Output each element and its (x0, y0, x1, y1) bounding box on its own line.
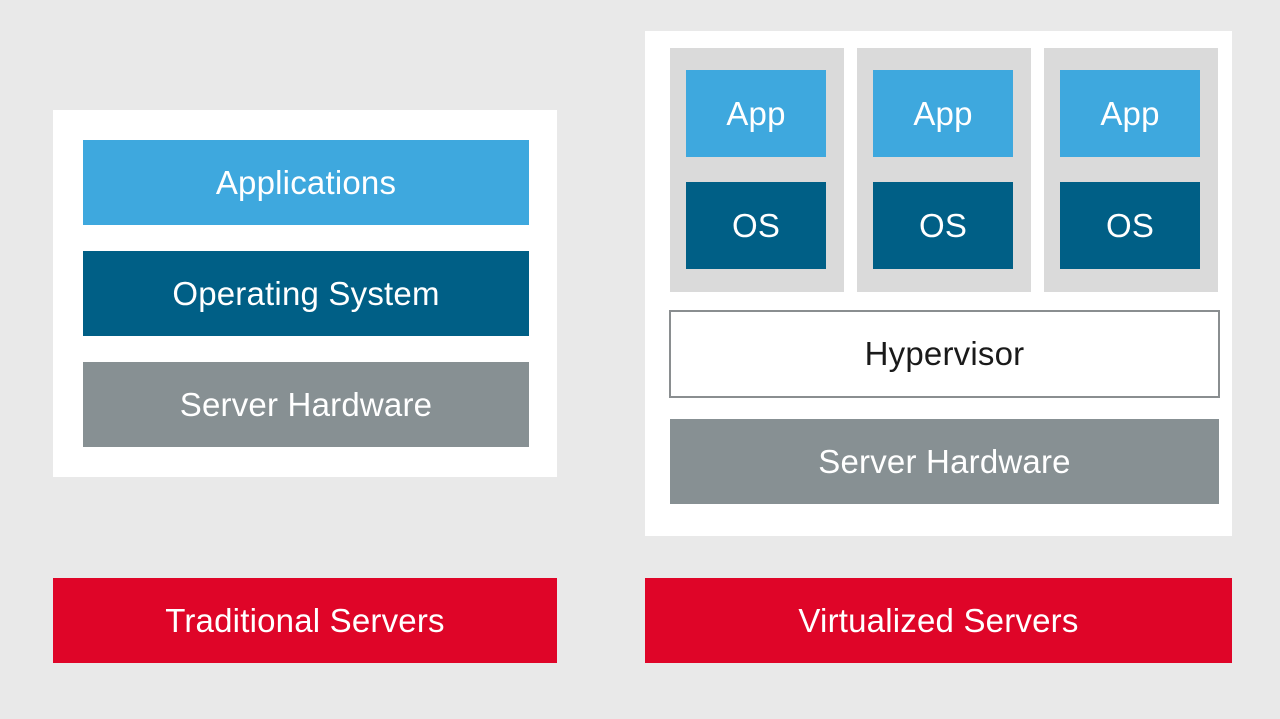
operating-system-layer: Operating System (83, 251, 529, 336)
vm-app-layer: App (873, 70, 1013, 157)
vm-os-label: OS (1105, 206, 1155, 244)
traditional-servers-panel: Applications Operating System Server Har… (53, 110, 557, 477)
vm-os-layer: OS (686, 182, 826, 269)
virtual-machine-2: App OS (857, 48, 1031, 292)
traditional-servers-caption-label: Traditional Servers (165, 601, 445, 639)
vm-app-label: App (1100, 94, 1160, 132)
vm-app-layer: App (686, 70, 826, 157)
hypervisor-layer: Hypervisor (669, 310, 1220, 398)
virtualized-servers-panel: App OS App OS App OS Hypervisor Server H… (645, 31, 1232, 536)
vm-app-layer: App (1060, 70, 1200, 157)
virtualized-servers-caption-label: Virtualized Servers (798, 601, 1079, 639)
server-hardware-layer: Server Hardware (83, 362, 529, 447)
server-hardware-label: Server Hardware (818, 442, 1071, 480)
virtual-machine-1: App OS (670, 48, 844, 292)
server-hardware-layer: Server Hardware (670, 419, 1219, 504)
traditional-servers-caption: Traditional Servers (53, 578, 557, 663)
vm-os-layer: OS (1060, 182, 1200, 269)
vm-app-label: App (726, 94, 786, 132)
virtualized-servers-caption: Virtualized Servers (645, 578, 1232, 663)
hypervisor-label: Hypervisor (864, 335, 1025, 372)
server-hardware-label: Server Hardware (179, 385, 433, 423)
vm-os-label: OS (731, 206, 781, 244)
vm-os-layer: OS (873, 182, 1013, 269)
operating-system-label: Operating System (172, 274, 440, 312)
vm-os-label: OS (918, 206, 968, 244)
applications-layer: Applications (83, 140, 529, 225)
virtual-machine-3: App OS (1044, 48, 1218, 292)
applications-label: Applications (215, 163, 397, 201)
vm-app-label: App (913, 94, 973, 132)
